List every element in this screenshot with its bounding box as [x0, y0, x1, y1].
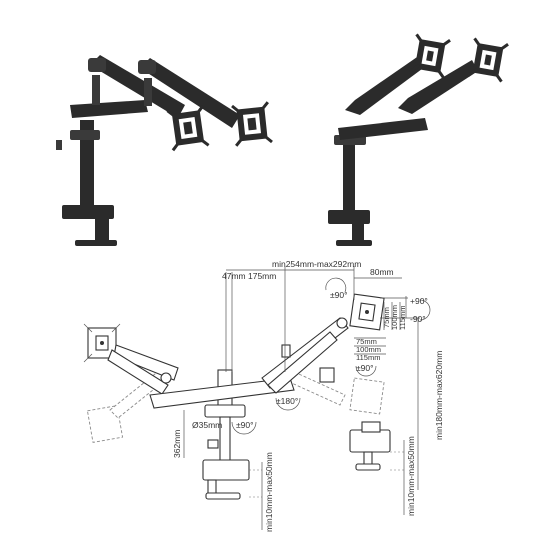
right-clamp [349, 421, 404, 471]
left-clamp [202, 459, 262, 500]
label-rotation-top: ±90° [330, 290, 348, 300]
label-clamp-range-left: min10mm-max50mm [264, 452, 274, 532]
ghost-positions [86, 369, 385, 443]
label-vesa-h100: 100mm [356, 345, 381, 354]
label-rotation-180: ±180° [276, 396, 298, 406]
label-rotation-right: ±90° [356, 363, 374, 373]
vesa-size-guides [354, 296, 408, 355]
product-view-right [328, 33, 509, 246]
label-47mm: 47mm [222, 271, 246, 281]
label-tilt-minus: -90° [410, 314, 426, 324]
right-vesa-plate [349, 293, 385, 331]
label-254-292mm: min254mm-max292mm [272, 259, 361, 269]
technical-drawing: 47mm 175mm min254mm-max292mm 80mm ±90° +… [83, 259, 444, 532]
center-pole [149, 272, 295, 463]
label-rotation-center: ±90° [236, 420, 254, 430]
dimension-lines [183, 266, 420, 530]
label-vesa-h115: 115mm [356, 353, 380, 362]
label-vesa-h75: 75mm [356, 337, 377, 346]
label-vesa-v100: 100mm [390, 305, 399, 330]
product-view-left [56, 55, 273, 246]
label-tilt-plus: +90° [410, 296, 428, 306]
rotation-arcs [231, 277, 431, 435]
label-clamp-range-right: min10mm-max50mm [406, 436, 416, 516]
label-pole-diameter: Ø35mm [192, 420, 222, 430]
label-vesa-v115: 115mm [398, 306, 407, 330]
label-vesa-v75: 75mm [382, 307, 391, 328]
label-175mm: 175mm [248, 271, 276, 281]
label-height-range: min180mm-max620mm [434, 351, 444, 440]
label-362mm: 362mm [172, 430, 182, 458]
label-80mm: 80mm [370, 267, 394, 277]
